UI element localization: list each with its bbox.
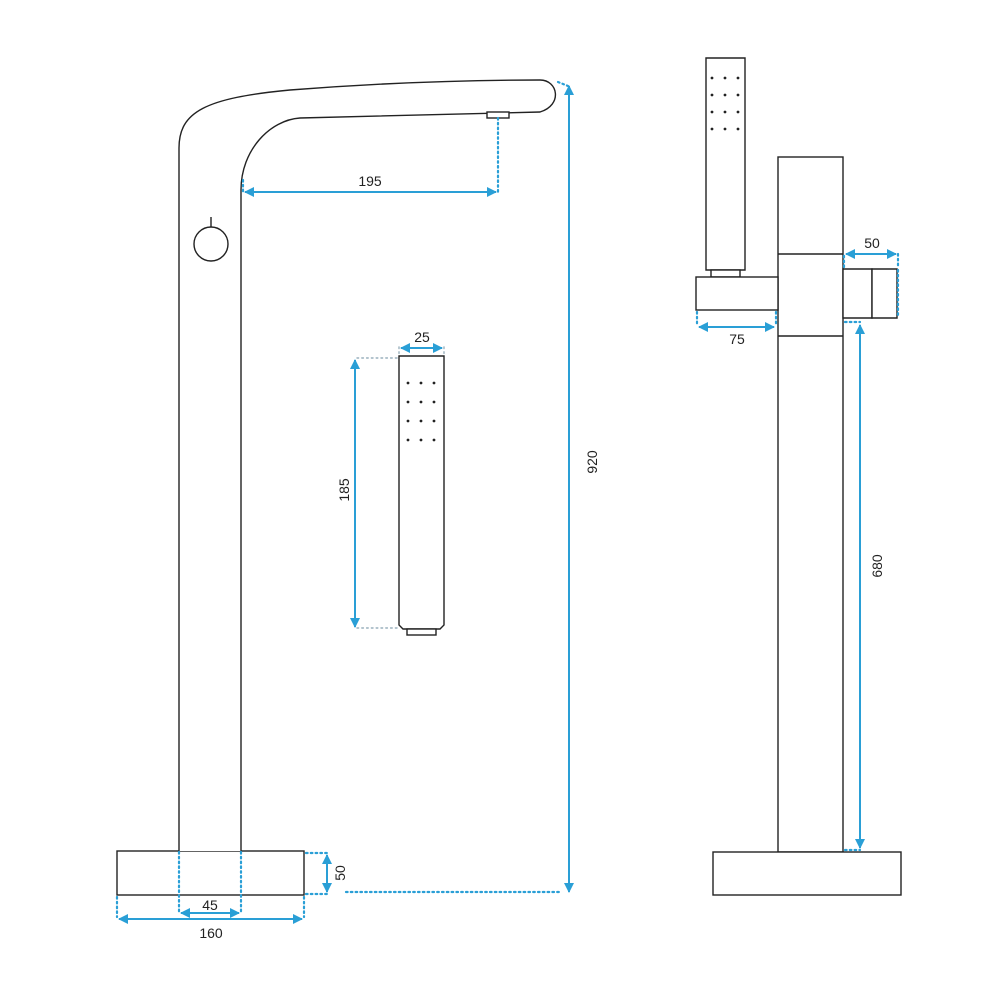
nozzle-dot bbox=[406, 419, 410, 423]
nozzle-dot bbox=[723, 110, 727, 114]
nozzle-dot bbox=[710, 110, 714, 114]
side-handshower-body bbox=[705, 57, 746, 271]
nozzle-dot bbox=[736, 93, 740, 97]
dim-label-160: 160 bbox=[199, 925, 223, 941]
side-column bbox=[777, 156, 844, 853]
nozzle-dot bbox=[432, 419, 436, 423]
dim-label-45: 45 bbox=[202, 897, 218, 913]
dim-label-680: 680 bbox=[869, 554, 885, 578]
nozzle-dot bbox=[406, 381, 410, 385]
dim-label-195: 195 bbox=[358, 173, 382, 189]
side-base-block bbox=[712, 851, 902, 896]
side-handshower-connector bbox=[710, 269, 741, 278]
handshower-front bbox=[398, 355, 445, 636]
nozzle-dot bbox=[406, 400, 410, 404]
handshower-holder bbox=[695, 276, 779, 311]
nozzle-dot bbox=[723, 93, 727, 97]
handshower-connector bbox=[406, 628, 437, 636]
base-block bbox=[116, 850, 305, 896]
nozzle-dot bbox=[710, 127, 714, 131]
nozzle-dot bbox=[406, 438, 410, 442]
handle-knob bbox=[193, 226, 229, 262]
side-handle bbox=[842, 268, 873, 319]
side-dimensions: 50 75 680 bbox=[695, 235, 900, 852]
front-dimensions: 195 920 25 185 50 45 160 bbox=[115, 80, 600, 941]
nozzle-dot bbox=[419, 419, 423, 423]
side-handle-cap bbox=[871, 268, 898, 319]
dim-label-50-base: 50 bbox=[332, 865, 348, 881]
handshower-body bbox=[398, 355, 445, 630]
nozzle-dot bbox=[419, 381, 423, 385]
dim-label-185: 185 bbox=[336, 478, 352, 502]
nozzle-dot bbox=[710, 93, 714, 97]
dim-label-25: 25 bbox=[414, 329, 430, 345]
nozzle-dot bbox=[723, 76, 727, 80]
dim-label-75: 75 bbox=[729, 331, 745, 347]
nozzle-dot bbox=[432, 381, 436, 385]
faucet-column-spout bbox=[178, 79, 557, 851]
front-view bbox=[116, 79, 557, 896]
side-view bbox=[695, 57, 902, 896]
nozzle-dot bbox=[432, 400, 436, 404]
nozzle-dot bbox=[736, 127, 740, 131]
nozzle-dot bbox=[736, 76, 740, 80]
dim-label-50-holder: 50 bbox=[864, 235, 880, 251]
nozzle-dot bbox=[432, 438, 436, 442]
nozzle-dot bbox=[723, 127, 727, 131]
nozzle-dot bbox=[419, 400, 423, 404]
nozzle-dot bbox=[736, 110, 740, 114]
nozzle-dot bbox=[710, 76, 714, 80]
nozzle-dot bbox=[419, 438, 423, 442]
dim-label-920: 920 bbox=[584, 450, 600, 474]
side-nozzle-grid bbox=[710, 76, 740, 131]
nozzle-grid bbox=[406, 381, 436, 442]
